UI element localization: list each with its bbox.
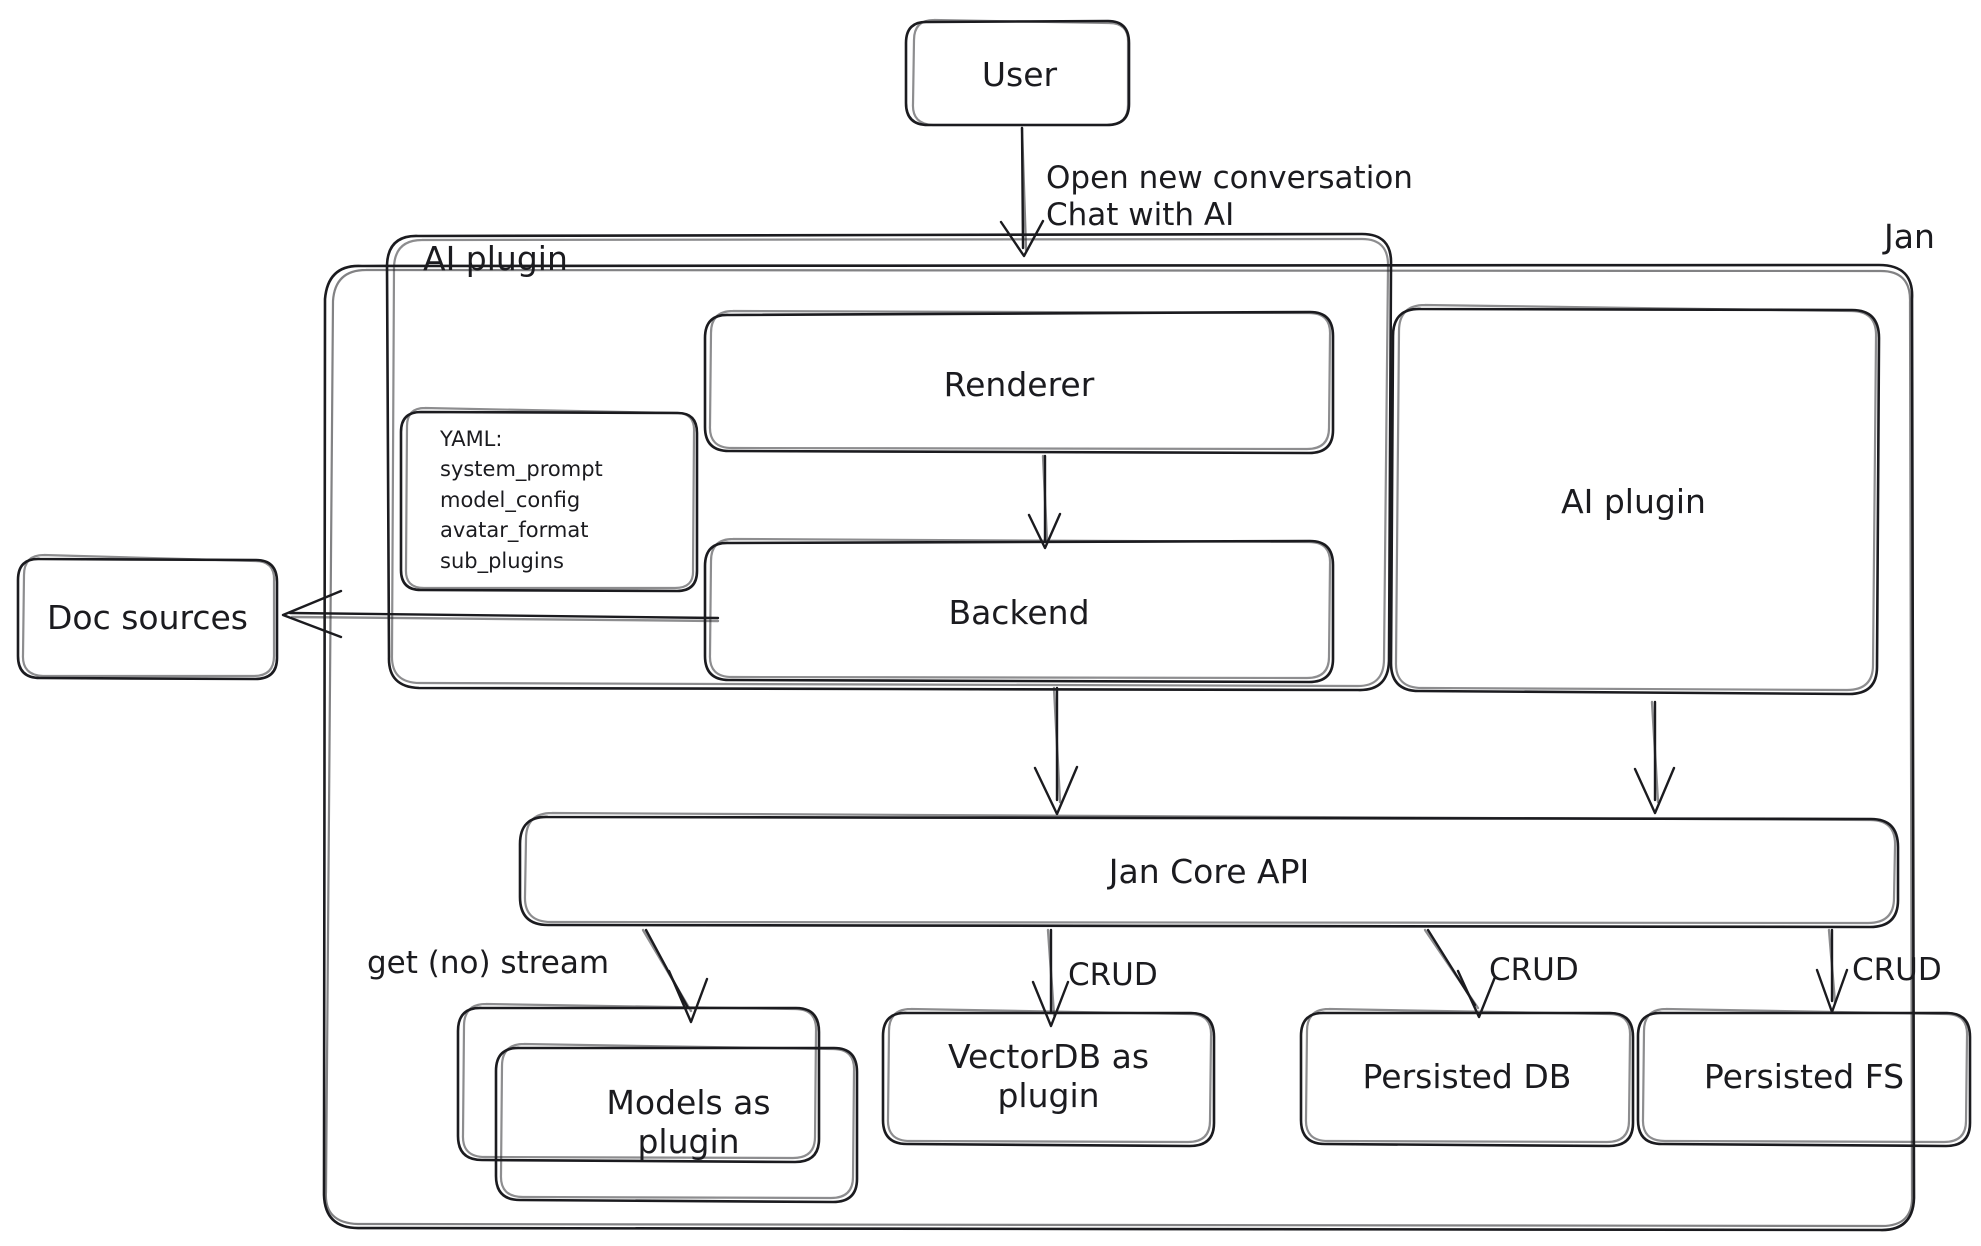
node-vectordb-as-plugin-outline <box>881 1007 1216 1148</box>
node-renderer-outline <box>703 309 1335 455</box>
edge-core-api-to-vectordb <box>1031 928 1070 1028</box>
edge-core-api-to-models <box>641 928 709 1024</box>
node-doc-sources-outline <box>16 553 279 681</box>
note-yaml-outline <box>399 406 699 593</box>
node-user-outline <box>904 18 1131 127</box>
edge-ai-plugin-to-core-api <box>1633 700 1676 815</box>
container-jan-outline <box>322 263 1916 1232</box>
edge-core-api-to-persisted-db <box>1423 928 1497 1019</box>
edge-renderer-to-backend <box>1027 454 1062 550</box>
node-backend-outline <box>703 537 1335 684</box>
edge-backend-to-core-api <box>1033 686 1079 816</box>
node-models-as-plugin-outline <box>456 1002 859 1204</box>
edge-user-to-renderer <box>999 126 1045 258</box>
edge-backend-to-doc-sources <box>281 589 720 639</box>
edge-core-api-to-persisted-fs <box>1815 928 1849 1014</box>
node-ai-plugin-outline <box>1389 303 1881 696</box>
node-jan-core-api-outline <box>518 811 1900 929</box>
node-persisted-fs-outline <box>1636 1007 1972 1148</box>
container-ai-plugin-group-outline <box>385 232 1393 692</box>
node-persisted-db-outline <box>1299 1007 1635 1148</box>
